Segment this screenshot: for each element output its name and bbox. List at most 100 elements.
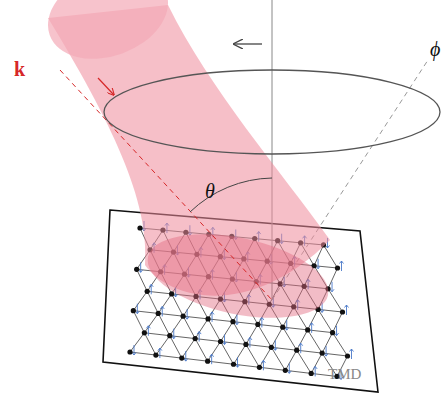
lattice-bond (170, 316, 183, 336)
spin-arrow-head (335, 333, 339, 336)
lattice-bond (195, 319, 208, 339)
spin-arrow-head (345, 305, 349, 308)
lattice-bond (195, 339, 208, 362)
spin-arrow-head (210, 354, 214, 357)
spin-arrow (140, 262, 141, 272)
lattice-site (309, 371, 314, 376)
lattice-site (283, 368, 288, 373)
spin-arrow-head (320, 310, 324, 313)
spin-arrow (326, 346, 327, 356)
lattice-site (340, 309, 345, 314)
lattice-bond (283, 327, 297, 350)
k-arrow (98, 78, 114, 95)
spin-arrow (134, 345, 135, 355)
spin-arrow (159, 348, 160, 358)
polar-angle-label: θ (205, 180, 215, 203)
spin-arrow-head (285, 328, 289, 331)
lattice-bond (328, 268, 337, 289)
spin-arrow-head (330, 289, 334, 292)
lattice-bond (158, 313, 170, 335)
azimuth-label: ϕ (430, 38, 440, 61)
lattice-site (280, 325, 285, 330)
spin-arrow-head (223, 342, 227, 345)
lattice-site (142, 330, 147, 335)
lattice-bond (285, 350, 296, 370)
lattice-bond (308, 309, 318, 329)
beam-aperture (35, 0, 180, 75)
spin-arrow-head (350, 349, 354, 352)
spin-arrow (187, 309, 188, 319)
spin-arrow-head (149, 284, 153, 287)
lattice-bond (297, 350, 311, 373)
spin-arrow-head (160, 306, 164, 309)
spin-arrow (148, 326, 149, 336)
spin-arrow-head (197, 332, 201, 335)
lattice-site (335, 265, 340, 270)
lattice-site (218, 339, 223, 344)
phi-orbit (104, 70, 440, 154)
spin-arrow-head (185, 317, 189, 320)
spin-arrow (237, 357, 238, 367)
lattice-bond (271, 347, 285, 370)
spin-arrow (261, 317, 262, 327)
lattice-bond (271, 327, 282, 347)
lattice-bond (246, 324, 258, 344)
spin-arrow (289, 363, 290, 373)
spin-arrow-head (172, 336, 176, 339)
lattice-bond (130, 333, 144, 352)
spin-arrow (300, 343, 301, 353)
lattice-site (127, 349, 132, 354)
spin-arrow-head (236, 365, 240, 368)
lattice-bond (311, 353, 322, 373)
spin-arrow (275, 340, 276, 350)
lattice-site (255, 322, 260, 327)
spin-arrow-head (132, 353, 136, 356)
spin-arrow (212, 312, 213, 322)
spin-arrow-head (146, 326, 150, 329)
spin-arrow-head (310, 323, 314, 326)
spin-arrow-head (135, 311, 139, 314)
lattice-bond (133, 311, 144, 333)
lattice-site (205, 359, 210, 364)
spin-arrow (311, 323, 312, 333)
spin-arrow-head (174, 294, 178, 297)
lattice-site (134, 267, 139, 272)
lattice-bond (208, 319, 221, 342)
spin-arrow (351, 349, 352, 359)
lattice-site (169, 291, 174, 296)
lattice-site (330, 330, 335, 335)
lattice-site (167, 333, 172, 338)
lattice-bond (156, 336, 170, 355)
lattice-bond (318, 309, 332, 332)
spin-arrow (137, 304, 138, 314)
lattice-site (145, 289, 150, 294)
spin-arrow (199, 332, 200, 342)
lattice-bond (259, 347, 271, 367)
spin-arrow-head (287, 371, 291, 374)
wave-vector-label: k (14, 58, 25, 81)
spin-arrow-head (299, 343, 303, 346)
lattice-bond (308, 330, 322, 353)
spin-arrow (173, 329, 174, 339)
spin-arrow (185, 351, 186, 361)
lattice-bond (144, 313, 158, 332)
lattice-bond (137, 269, 148, 291)
lattice-bond (183, 316, 195, 338)
lattice-site (193, 336, 198, 341)
spin-arrow-head (313, 366, 317, 369)
spin-arrow (286, 320, 287, 330)
lattice-site (230, 319, 235, 324)
lattice-bond (258, 324, 271, 347)
lattice-bond (297, 330, 308, 350)
spin-arrow (224, 334, 225, 344)
lattice-site (205, 316, 210, 321)
lattice-bond (314, 266, 337, 268)
lattice-bond (147, 291, 158, 313)
spin-arrow-head (158, 348, 162, 351)
lattice-site (305, 327, 310, 332)
spin-arrow (236, 315, 237, 325)
lattice-site (243, 342, 248, 347)
spin-arrow (341, 261, 342, 271)
